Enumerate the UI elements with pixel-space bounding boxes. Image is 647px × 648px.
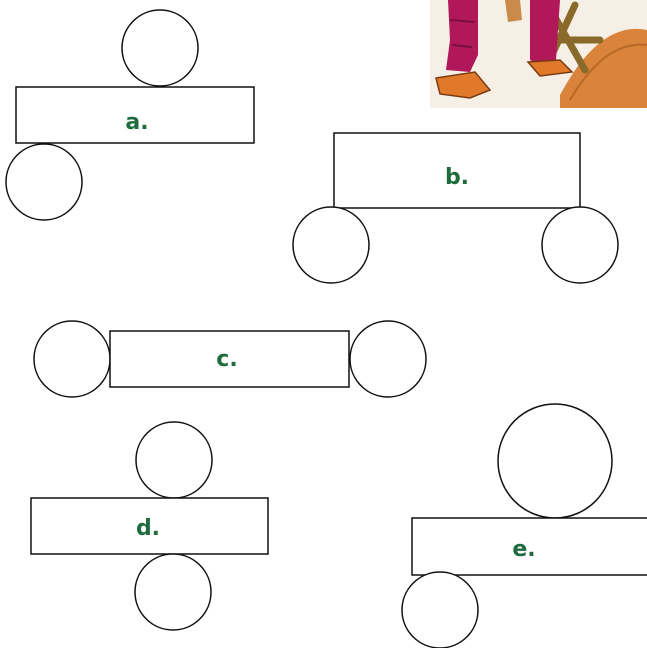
net-b: b. (292, 132, 619, 284)
net-b-rectangle (333, 132, 581, 209)
net-c: c. (33, 320, 427, 398)
net-c-right-circle (349, 320, 427, 398)
net-a: a. (5, 9, 255, 221)
cartoon-character-legs-icon (430, 0, 647, 108)
net-c-label: c. (216, 347, 237, 372)
net-b-label: b. (445, 165, 469, 190)
net-d-rectangle (30, 497, 269, 555)
net-a-top-circle (121, 9, 199, 87)
net-e-rectangle (411, 517, 647, 576)
net-d-label: d. (136, 516, 160, 541)
net-e-bottom-circle (401, 571, 479, 648)
net-b-right-circle (541, 206, 619, 284)
net-e-top-circle (497, 403, 613, 519)
net-d-top-circle (135, 421, 213, 499)
net-c-rectangle (109, 330, 350, 388)
net-e-label: e. (512, 537, 535, 562)
net-c-left-circle (33, 320, 111, 398)
net-d: d. (30, 421, 269, 631)
net-e: e. (401, 403, 647, 648)
net-d-bottom-circle (134, 553, 212, 631)
net-a-bottom-circle (5, 143, 83, 221)
net-a-label: a. (125, 110, 148, 135)
net-b-left-circle (292, 206, 370, 284)
net-a-rectangle (15, 86, 255, 144)
